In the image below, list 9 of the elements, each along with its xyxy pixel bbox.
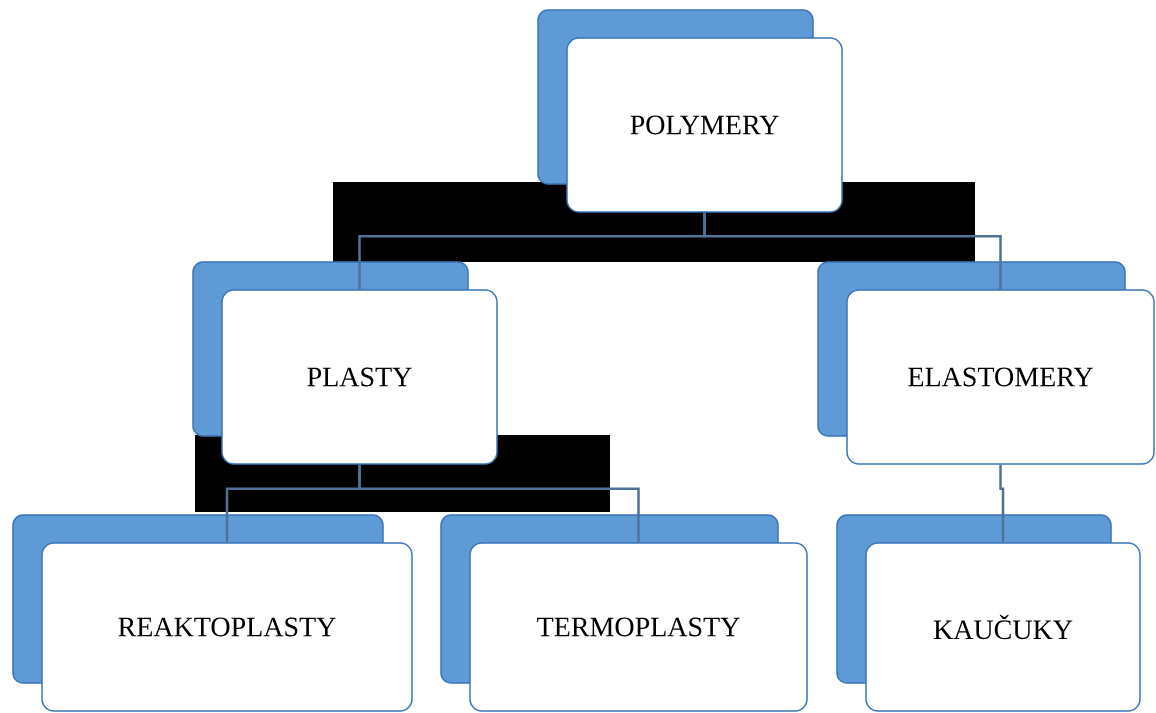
process-box: ELASTOMERY — [817, 261, 1155, 465]
process-box: REAKTOPLASTY — [12, 514, 413, 712]
process-box: PLASTY — [192, 261, 498, 465]
connector-line — [999, 464, 1005, 543]
connector-line — [703, 212, 1002, 290]
process-box: KAUČUKY — [836, 514, 1141, 712]
process-box: POLYMERY — [537, 9, 843, 213]
connector-line — [358, 464, 640, 543]
process-box: TERMOPLASTY — [440, 514, 808, 712]
